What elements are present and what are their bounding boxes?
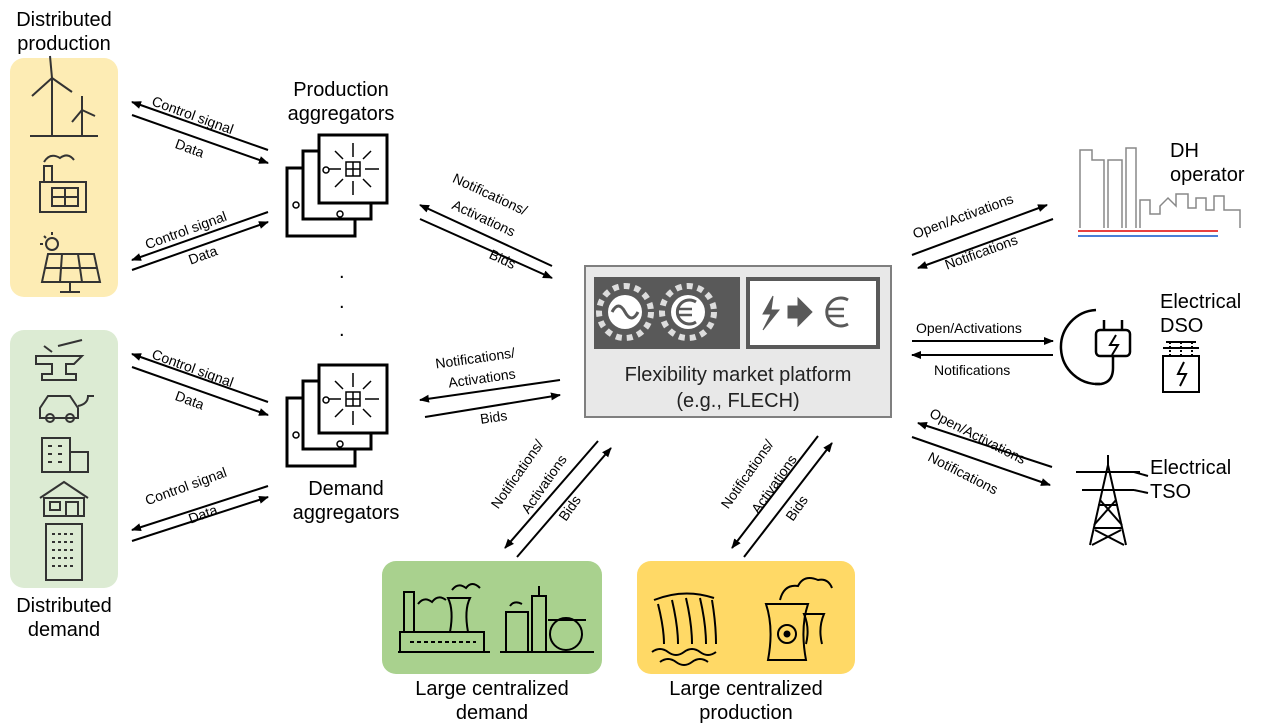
distributed-demand-box xyxy=(10,330,118,588)
arrow-notifications xyxy=(419,379,561,403)
ellipsis-dot: . xyxy=(339,319,345,341)
arrow-control-signal xyxy=(131,101,269,151)
arrow-notifications xyxy=(917,218,1054,269)
flexibility-euro-symbols xyxy=(762,295,849,331)
gear-euro-icon xyxy=(659,283,717,341)
platform-example: (e.g., FLECH) xyxy=(676,390,800,412)
arrow-control-signal xyxy=(131,485,269,532)
anvil-icon xyxy=(35,339,85,381)
arrow-label-notifications: Notifications xyxy=(934,362,1011,378)
solar-panel-icon xyxy=(40,232,102,293)
substation-icon xyxy=(1162,341,1200,393)
electric-plug-icon xyxy=(1059,308,1132,386)
refinery-icon xyxy=(500,586,594,653)
flexibility-to-euro-icon xyxy=(746,277,880,349)
arrow-bids xyxy=(419,218,553,279)
apartment-building-icon xyxy=(41,437,89,473)
arrows xyxy=(131,101,1054,558)
factory-icon xyxy=(39,154,87,213)
arrow-open-activations xyxy=(911,204,1048,256)
arrow-data xyxy=(131,495,269,542)
arrow-label-open-activations: Open/Activations xyxy=(916,320,1022,336)
platform-name: Flexibility market platform xyxy=(624,364,852,386)
demand-aggregator-icon xyxy=(285,363,389,468)
arrow-control-signal xyxy=(131,211,269,261)
arrow-notifications xyxy=(911,436,1051,486)
transmission-tower-icon xyxy=(1076,455,1149,546)
distributed-production-box xyxy=(10,58,118,297)
arrow-data xyxy=(131,221,269,271)
electric-car-icon xyxy=(39,395,94,423)
industrial-plant-icon xyxy=(398,583,490,653)
arrow-open-activations xyxy=(917,422,1053,468)
ellipsis-dot: . xyxy=(339,291,345,313)
arrow-bids xyxy=(424,392,561,418)
house-icon xyxy=(39,480,89,517)
arrow-data xyxy=(131,114,269,164)
nuclear-plant-icon xyxy=(764,577,833,661)
gear-sine-icon xyxy=(596,283,654,341)
arrow-control-signal xyxy=(131,353,269,403)
wind-turbine-icon xyxy=(30,55,98,137)
tall-building-icon xyxy=(45,523,83,581)
ellipsis-dot: . xyxy=(339,261,345,283)
arrow-notifications xyxy=(419,204,553,267)
dh-network-icon xyxy=(1079,147,1241,228)
arrow-notifications xyxy=(504,440,599,549)
arrow-bids xyxy=(743,442,833,558)
arrow-notifications xyxy=(731,435,819,549)
arrow-data xyxy=(131,366,269,416)
production-aggregator-icon xyxy=(285,133,389,238)
arrow-bids xyxy=(516,447,612,558)
hydro-dam-icon xyxy=(651,592,717,666)
